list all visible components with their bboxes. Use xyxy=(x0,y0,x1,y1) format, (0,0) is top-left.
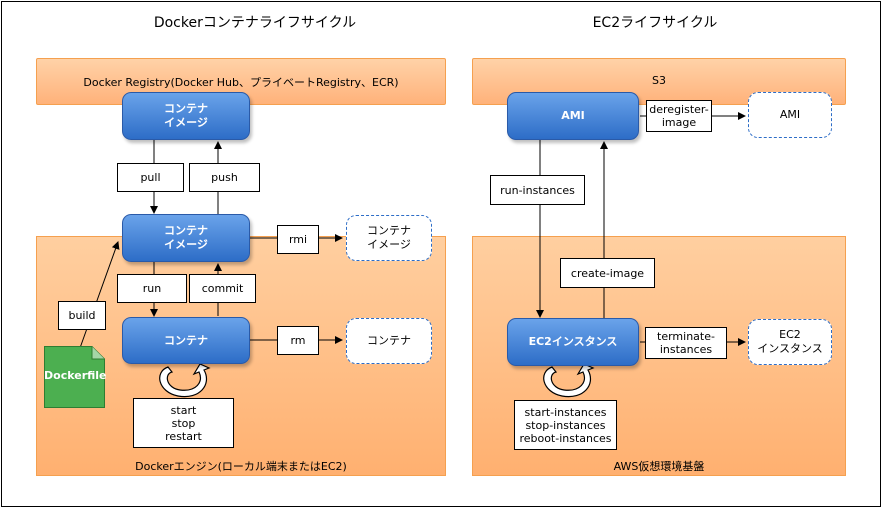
registry-container-image-node[interactable]: コンテナ イメージ xyxy=(122,92,250,140)
container-node[interactable]: コンテナ xyxy=(122,317,250,364)
local-container-image-node[interactable]: コンテナ イメージ xyxy=(122,214,250,262)
deregister-image-command-label: deregister- image xyxy=(646,100,712,132)
container-lifecycle-commands: start stop restart xyxy=(133,398,234,448)
removed-container-node: コンテナ xyxy=(346,318,432,364)
ec2-lifecycle-title: EC2ライフサイクル xyxy=(592,15,718,31)
run-instances-command-label: run-instances xyxy=(490,175,585,205)
removed-image-node: コンテナ イメージ xyxy=(346,215,432,261)
terminated-instance-node: EC2 インスタンス xyxy=(748,319,832,365)
commit-command-label: commit xyxy=(189,274,256,303)
s3-label: S3 xyxy=(652,74,666,87)
aws-platform-label: AWS仮想環境基盤 xyxy=(613,460,705,473)
terminate-instances-command-label: terminate- instances xyxy=(645,327,727,359)
instance-lifecycle-commands: start-instances stop-instances reboot-in… xyxy=(514,400,617,450)
ec2-instance-node[interactable]: EC2インスタンス xyxy=(507,318,639,366)
build-command-label: build xyxy=(58,301,106,330)
dockerfile-label: Dockerfile xyxy=(44,369,107,382)
ami-node[interactable]: AMI xyxy=(507,92,639,140)
docker-registry-label: Docker Registry(Docker Hub、プライベートRegistr… xyxy=(83,76,399,89)
pull-command-label: pull xyxy=(117,163,184,192)
deregistered-ami-node: AMI xyxy=(748,92,832,138)
dockerfile-icon: Dockerfile xyxy=(44,346,107,408)
docker-engine-label: Dockerエンジン(ローカル端末またはEC2) xyxy=(135,460,347,473)
create-image-command-label: create-image xyxy=(560,258,655,288)
run-command-label: run xyxy=(117,274,187,303)
rm-command-label: rm xyxy=(277,326,319,355)
docker-lifecycle-title: Dockerコンテナライフサイクル xyxy=(153,15,357,31)
rmi-command-label: rmi xyxy=(277,225,319,254)
push-command-label: push xyxy=(189,163,260,192)
